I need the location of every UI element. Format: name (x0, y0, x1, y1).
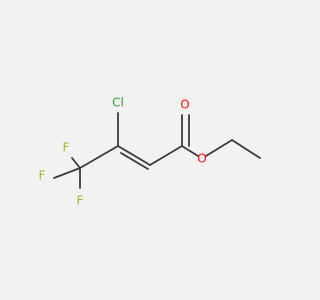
bond-cf3-c3 (79, 145, 119, 169)
atom-f-left: F (39, 169, 46, 183)
structure-canvas: Cl O O F F F (38, 95, 261, 208)
bond-c3-c2-double (120, 152, 149, 170)
atom-f-bottom: F (77, 194, 84, 208)
bond-cf-top (71, 157, 81, 169)
molecule-diagram: Cl O O F F F (39, 96, 261, 208)
atom-o-carbonyl: O (180, 98, 189, 112)
atom-f-top: F (63, 141, 70, 155)
bonds (53, 112, 261, 189)
atom-cl: Cl (112, 96, 124, 110)
bond-ch2-ch3 (231, 139, 261, 159)
bond-c2-c1 (149, 145, 183, 166)
bond-cf-left (53, 167, 81, 179)
atom-o-ester: O (197, 152, 206, 166)
bond-c3-c2 (117, 145, 151, 166)
bond-c1-oester (181, 145, 199, 157)
bond-oester-ch2 (205, 139, 233, 157)
